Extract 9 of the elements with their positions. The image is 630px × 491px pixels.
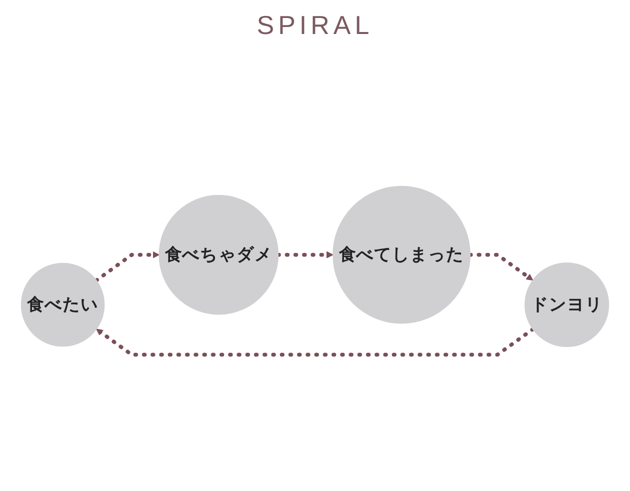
arrow [94, 251, 160, 282]
arrow [468, 252, 534, 281]
arrow [96, 327, 535, 357]
center-title: SPIRAL [256, 10, 374, 41]
arrow [276, 251, 334, 258]
node-circle: 食べてしまった [332, 186, 470, 324]
node-circle: 食べたい [20, 262, 105, 347]
node-circle: ドンヨリ [524, 262, 610, 348]
node-circle: 食べちゃダメ [158, 194, 279, 315]
